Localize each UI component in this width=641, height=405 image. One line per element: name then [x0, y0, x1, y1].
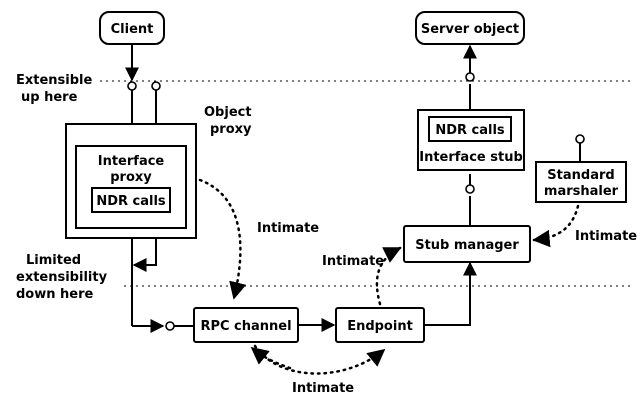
- interface-stub-box: NDR calls Interface stub: [417, 109, 525, 171]
- endpoint-node: Endpoint: [335, 307, 425, 343]
- ndr-calls-stub-box: [428, 116, 512, 142]
- stub-manager-label: Stub manager: [415, 238, 519, 253]
- object-proxy-label-line1: Object: [204, 105, 252, 120]
- stub-interface-lollipop: [465, 184, 475, 194]
- intimate-endpoint-stubmgr-arc: [375, 246, 402, 306]
- server-object-lollipop: [465, 72, 475, 82]
- client-node: Client: [99, 11, 165, 45]
- ndr-calls-stub-label: NDR calls: [435, 123, 505, 138]
- limited-label-line2: extensibility: [16, 270, 108, 285]
- server-object-node: Server object: [415, 11, 525, 45]
- limited-label-line3: down here: [16, 287, 94, 302]
- standard-marshaler-label-line1: Standard: [547, 168, 614, 183]
- marshaler-lollipop: [575, 134, 585, 144]
- interface-proxy-label-line1: Interface: [98, 154, 165, 169]
- ndr-calls-proxy-box: NDR calls: [91, 187, 171, 213]
- intimate-channel-endpoint-label: Intimate: [292, 381, 354, 396]
- interface-proxy-label-line2: proxy: [110, 170, 152, 185]
- ndr-calls-proxy-label: NDR calls: [96, 194, 166, 209]
- intimate-marshaler-label: Intimate: [575, 229, 637, 244]
- extensible-label-line1: Extensible: [16, 73, 93, 88]
- intimate-stubmgr-endpoint-label: Intimate: [322, 254, 384, 269]
- limited-label-line1: Limited: [26, 253, 81, 268]
- intimate-channel-endpoint-arc: [253, 344, 386, 375]
- intimate-channel-endpoint-arc-back: [250, 346, 292, 370]
- object-proxy-label-line2: proxy: [210, 122, 252, 137]
- standard-marshaler-label-line2: marshaler: [544, 184, 619, 199]
- rpc-channel-lollipop: [165, 321, 175, 331]
- server-object-label: Server object: [421, 22, 519, 37]
- endpoint-label: Endpoint: [347, 319, 413, 334]
- rpc-channel-label: RPC channel: [200, 319, 291, 334]
- client-label: Client: [111, 22, 154, 37]
- intimate-proxy-channel-arc: [198, 178, 247, 300]
- extensible-label-line2: up here: [21, 90, 78, 105]
- proxy-interface-lollipop-2: [151, 81, 161, 91]
- stub-manager-node: Stub manager: [403, 225, 531, 263]
- proxy-interface-lollipop-1: [127, 81, 137, 91]
- standard-marshaler-node: Standard marshaler: [535, 134, 627, 203]
- proxy-internal-return-arrow: [132, 238, 157, 272]
- interface-stub-label: Interface stub: [419, 150, 523, 165]
- intimate-marshaler-stubmgr-arc: [532, 204, 580, 248]
- rpc-channel-node: RPC channel: [193, 307, 299, 343]
- intimate-proxy-channel-label: Intimate: [257, 221, 319, 236]
- endpoint-to-stub-manager-arrow: [424, 261, 477, 326]
